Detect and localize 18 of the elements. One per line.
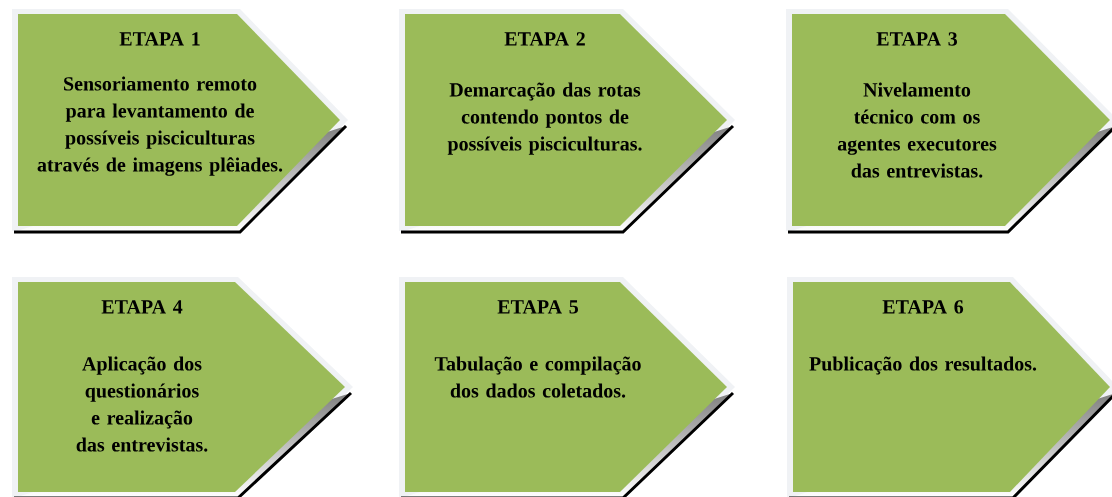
step-title: ETAPA 5 <box>497 300 578 314</box>
step-description: Demarcação das rotas contendo pontos de possíveis pisciculturas. <box>447 82 642 155</box>
step-title: ETAPA 4 <box>101 300 183 314</box>
step-description: Nivelamento técnico com os agentes executores das entrevistas. <box>837 82 997 178</box>
step-title: ETAPA 2 <box>504 32 585 46</box>
step-title: ETAPA 1 <box>119 32 200 46</box>
pentagon-arrow <box>12 277 353 497</box>
step-description: Tabulação e compilação dos dados coletados. <box>434 356 641 398</box>
pentagon-arrow <box>399 9 735 234</box>
step-description: Aplicação dos questionários e realização das entrevistas. <box>76 356 208 452</box>
step-description: Sensoriamento remoto para levantamento de possíveis pisciculturas através de imagens plêiades. <box>37 76 283 176</box>
step-description: Publicação dos resultados. <box>809 356 1037 375</box>
step-title: ETAPA 6 <box>882 300 964 314</box>
pentagon-arrow <box>786 9 1112 234</box>
pentagon-arrow <box>12 9 348 234</box>
step-title: ETAPA 3 <box>876 32 958 46</box>
pentagon-arrow <box>787 277 1112 497</box>
pentagon-arrow <box>399 277 735 497</box>
